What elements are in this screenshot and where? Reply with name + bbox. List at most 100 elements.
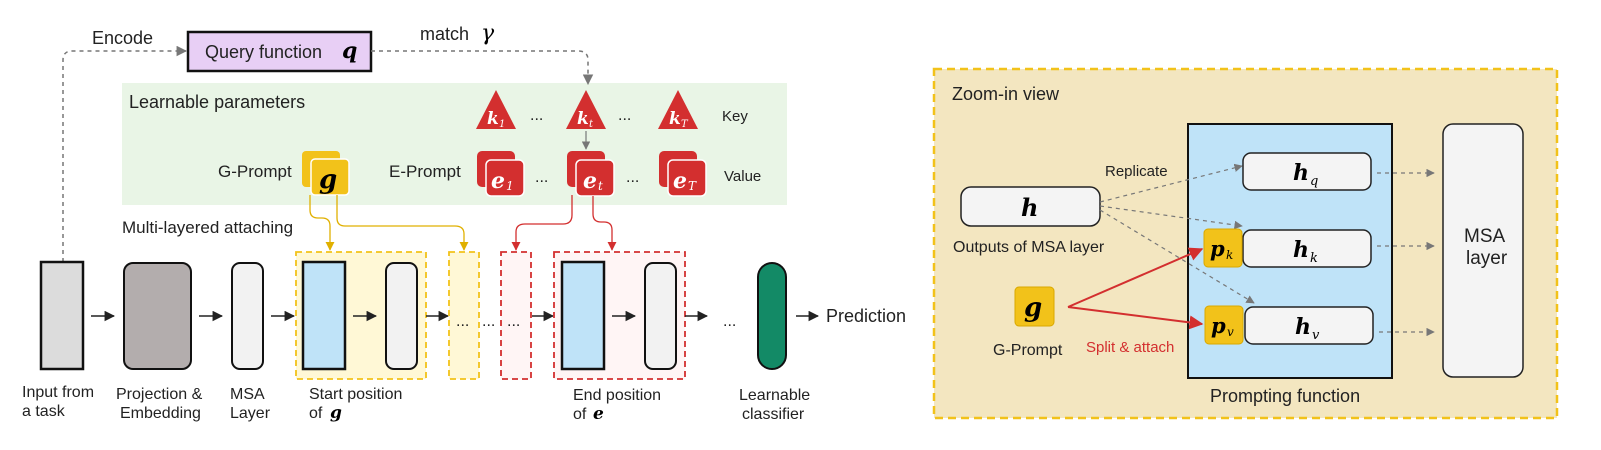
pipeline-dots-4: ...	[723, 313, 736, 330]
e-prompt-e1: e 1	[477, 151, 525, 197]
g-attach-line-2	[336, 195, 469, 251]
e-prompt-label: E-Prompt	[389, 162, 461, 181]
g-attach-line-1	[309, 195, 335, 251]
query-symbol: q	[342, 38, 357, 64]
svg-text:T: T	[688, 179, 697, 193]
key-dots-2: ...	[618, 107, 631, 124]
zoom-g-prompt-label: G-Prompt	[993, 342, 1063, 359]
svg-text:1: 1	[499, 119, 505, 130]
hq-block	[1242, 152, 1372, 191]
projection-block	[123, 262, 192, 370]
match-symbol: γ	[481, 21, 495, 46]
replicate-label: Replicate	[1105, 163, 1168, 180]
zoom-g-token	[1014, 286, 1055, 327]
hq-sub: q	[1310, 174, 1318, 189]
caption-msa-2: Layer	[230, 405, 271, 422]
hk-text: h	[1293, 237, 1309, 263]
replicate-arrow-v	[1099, 209, 1255, 304]
encode-label: Encode	[92, 28, 153, 48]
end-prompted-block	[560, 260, 606, 371]
zoom-msa-layer-label-2: layer	[1466, 248, 1508, 269]
g-layer-placeholder	[448, 251, 480, 380]
pv-sub: v	[1227, 325, 1234, 339]
zoom-msa-layer-label-1: MSA	[1464, 226, 1506, 247]
hk-sub: k	[1310, 251, 1318, 266]
hk-block	[1242, 229, 1372, 268]
svg-text:g: g	[319, 165, 337, 195]
value-dots-2: ...	[626, 169, 639, 186]
pv-text: p	[1211, 313, 1226, 338]
encode-arrow	[62, 45, 188, 262]
svg-text:k: k	[669, 109, 681, 129]
pk-text: p	[1210, 236, 1225, 261]
value-dots-1: ...	[535, 169, 548, 186]
svg-text:e: e	[583, 168, 597, 194]
caption-input-1: Input from	[22, 384, 94, 401]
outputs-label: Outputs of MSA layer	[953, 239, 1105, 256]
caption-start-2: of	[309, 405, 323, 422]
value-label: Value	[724, 168, 761, 185]
replicate-arrow-q	[1099, 163, 1243, 203]
e-attach-line-1	[511, 195, 573, 251]
hq-text: h	[1293, 160, 1309, 186]
caption-start-symbol: g	[330, 403, 342, 423]
caption-classifier-2: classifier	[742, 406, 805, 423]
e-layer-placeholder	[500, 251, 532, 380]
hv-sub: v	[1312, 328, 1320, 343]
input-block	[39, 260, 85, 371]
caption-end-symbol: e	[593, 404, 604, 424]
prediction-label: Prediction	[826, 306, 906, 326]
match-arrow	[371, 50, 594, 86]
prompting-function-label: Prompting function	[1210, 386, 1360, 406]
split-arrow-k	[1067, 247, 1204, 308]
caption-end-1: End position	[573, 387, 661, 404]
pipeline-dots-3: ...	[507, 313, 520, 330]
zoom-in-title: Zoom-in view	[952, 84, 1060, 104]
svg-text:k: k	[577, 109, 589, 129]
caption-classifier-1: Learnable	[739, 387, 810, 404]
key-kt: k t	[566, 90, 606, 130]
msa-layer-block	[231, 262, 264, 370]
key-k1: k 1	[476, 90, 516, 130]
caption-proj-1: Projection &	[116, 386, 203, 403]
match-label: match	[420, 24, 469, 44]
pk-sub: k	[1226, 248, 1233, 262]
g-prompt-token: g	[302, 151, 350, 196]
pv-token	[1204, 305, 1244, 345]
zoom-g-symbol: g	[1024, 293, 1042, 323]
zoom-msa-layer-block	[1442, 123, 1524, 378]
end-msa-block	[644, 262, 677, 370]
caption-end-2: of	[573, 406, 587, 423]
start-prompted-block	[301, 260, 347, 371]
multi-layered-label: Multi-layered attaching	[122, 218, 293, 237]
svg-text:T: T	[681, 119, 689, 130]
key-label: Key	[722, 108, 748, 125]
svg-text:e: e	[491, 168, 505, 194]
e-prompt-et: e t	[567, 151, 615, 197]
key-kT: k T	[658, 90, 698, 130]
pipeline-dots-1: ...	[456, 313, 469, 330]
svg-text:k: k	[487, 109, 499, 129]
classifier-block	[757, 262, 787, 370]
learnable-parameters-title: Learnable parameters	[129, 92, 305, 112]
e-prompt-eT: e T	[659, 151, 707, 197]
msa-output-h: h	[1021, 193, 1038, 222]
split-attach-label: Split & attach	[1086, 339, 1174, 356]
hv-block	[1244, 306, 1374, 345]
g-prompt-label: G-Prompt	[218, 162, 292, 181]
query-function-box	[186, 30, 373, 73]
svg-text:t: t	[598, 179, 603, 193]
hv-text: h	[1295, 314, 1311, 340]
svg-text:e: e	[673, 168, 687, 194]
caption-msa-1: MSA	[230, 386, 265, 403]
split-arrow-v	[1067, 306, 1204, 330]
pk-token	[1203, 228, 1243, 268]
start-msa-block	[385, 262, 418, 370]
e-attach-line-2	[592, 196, 617, 251]
caption-input-2: a task	[22, 403, 66, 420]
query-function-label: Query function	[205, 42, 322, 62]
svg-text:t: t	[589, 119, 594, 130]
key-dots-1: ...	[530, 107, 543, 124]
pipeline-dots-2: ...	[482, 313, 495, 330]
